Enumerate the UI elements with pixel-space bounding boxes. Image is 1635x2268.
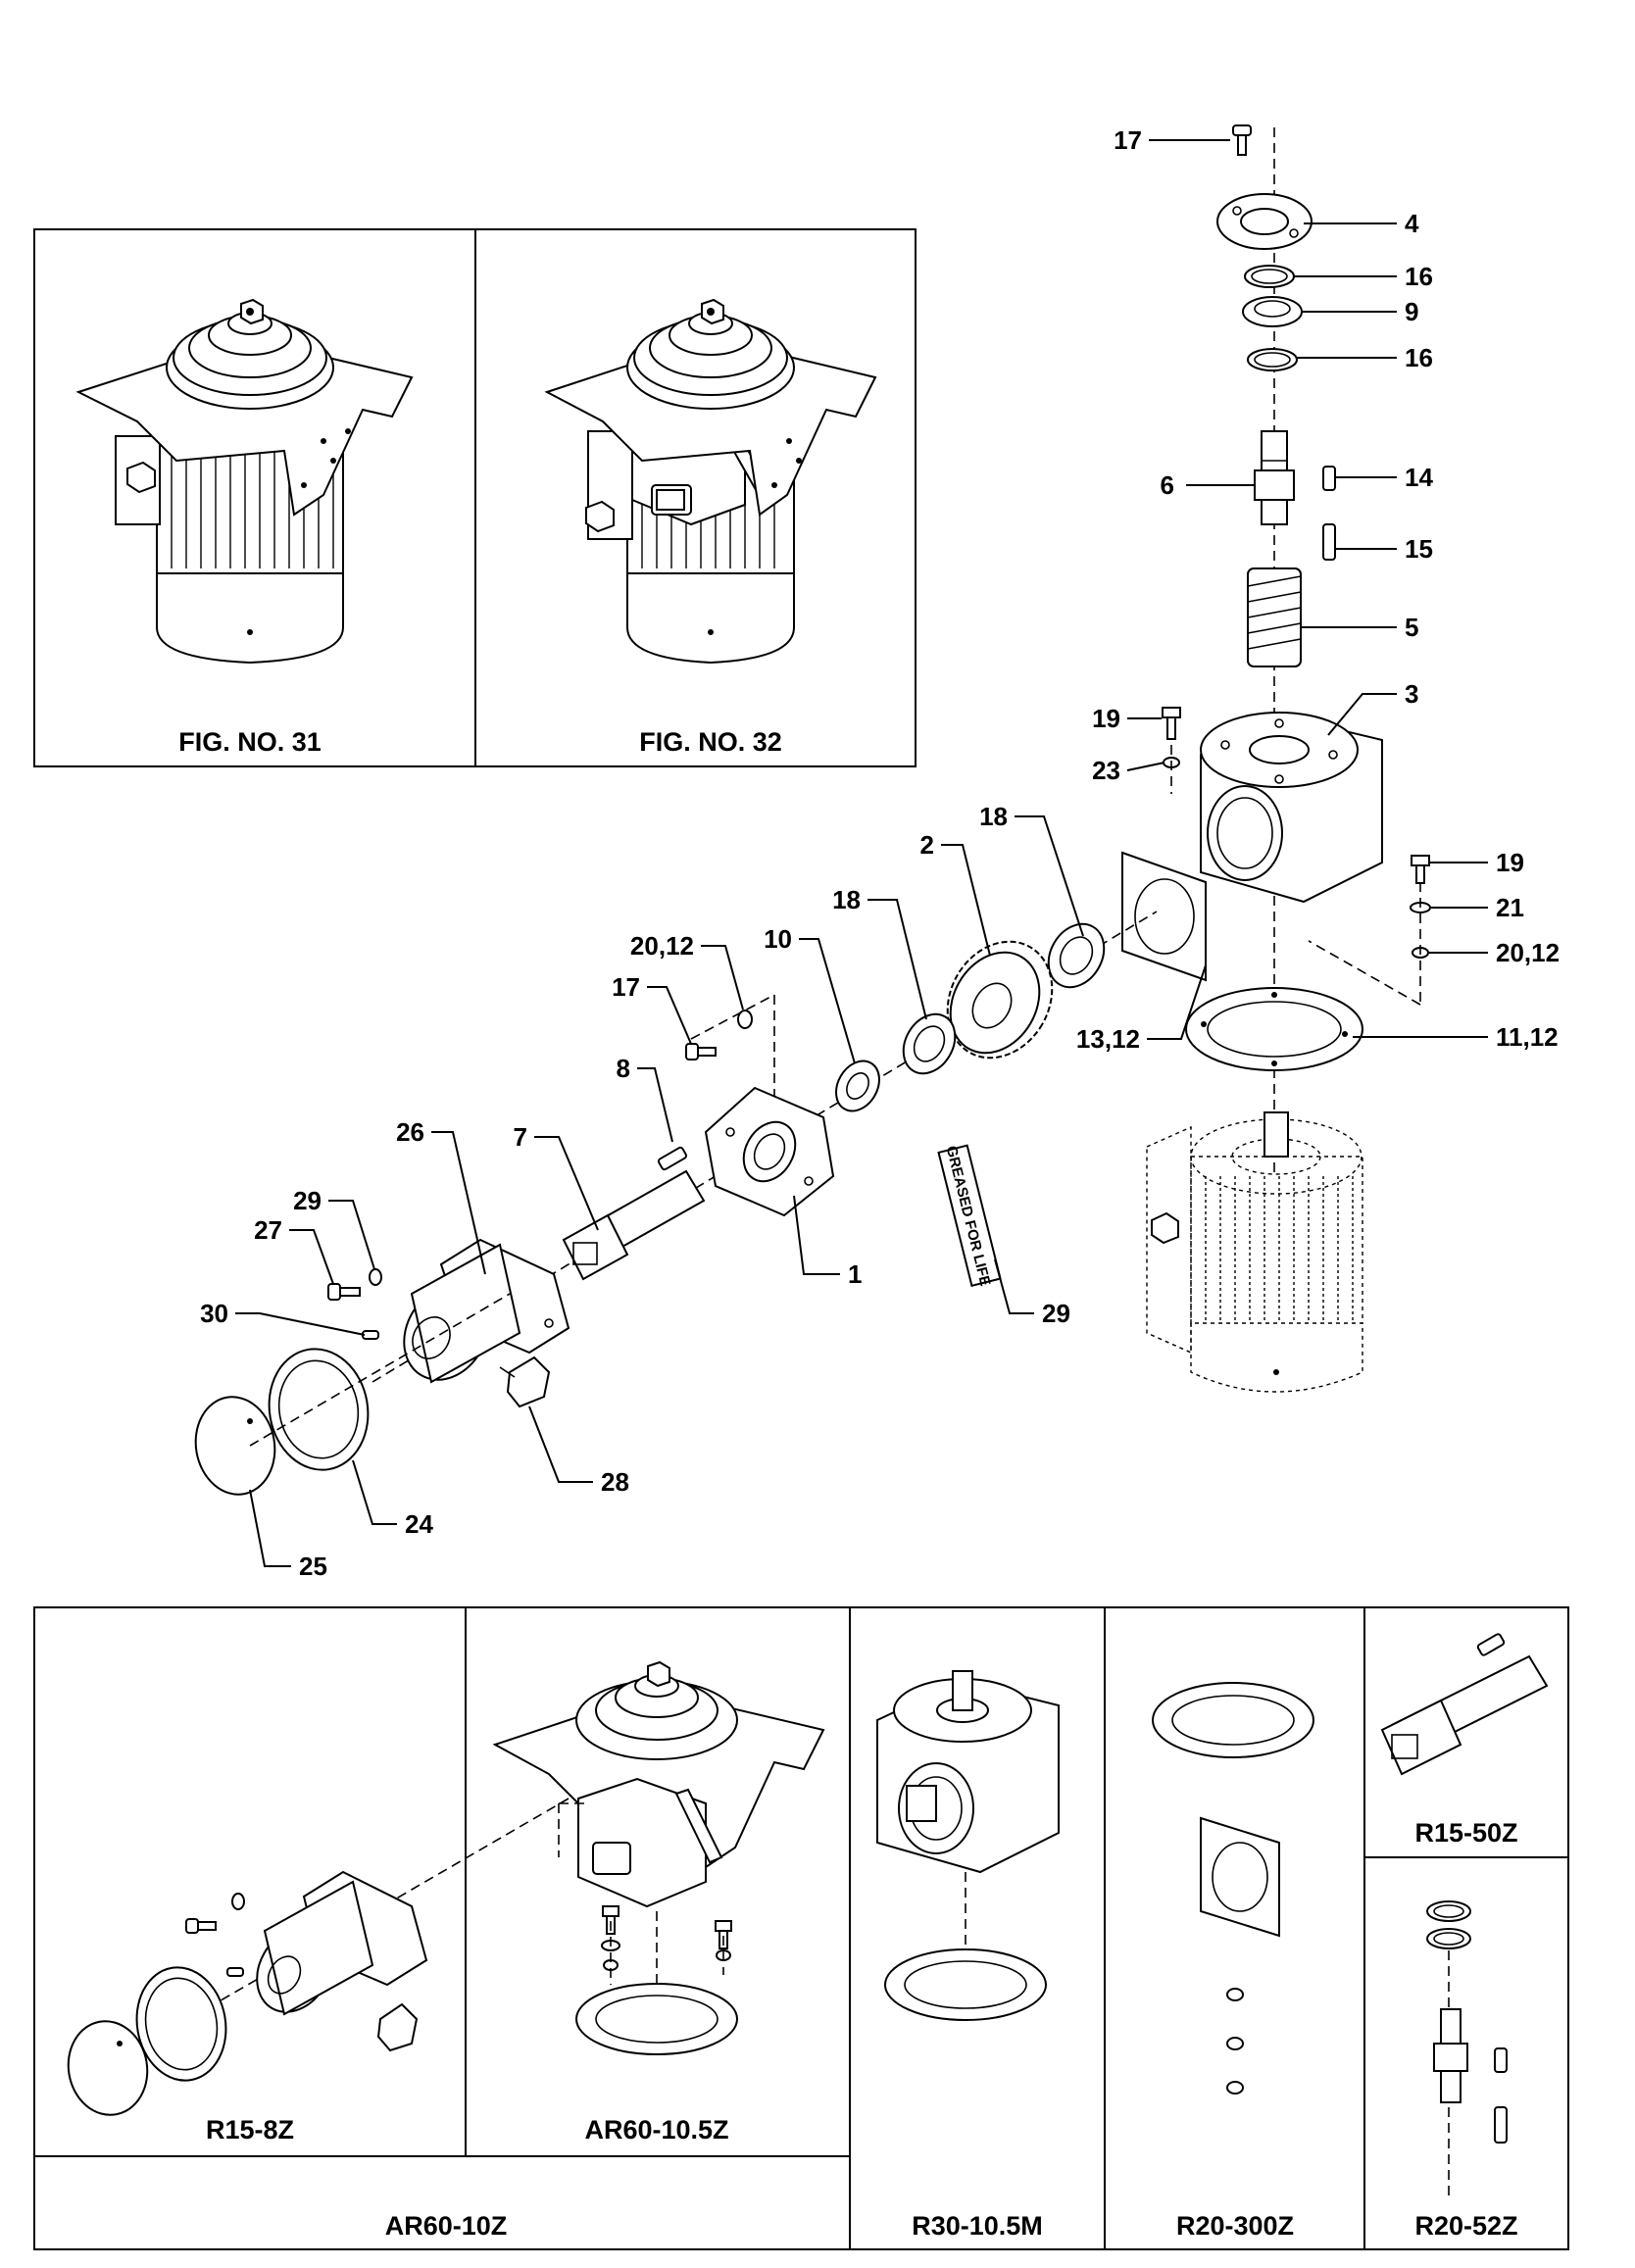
kit-r20-300z-label: R20-300Z [1176,2211,1294,2241]
kit-r15-8z-label: R15-8Z [206,2115,294,2145]
motor-phantom [1146,1111,1363,1393]
figure-panels: FIG. NO. 31 [33,228,917,767]
part-7-drive-shaft [562,1169,706,1281]
decal-greased-for-life: GREASED FOR LIFE [937,1144,1002,1288]
part-3-gear-housing [1200,712,1383,904]
kit-table: R15-8Z AR60-10.5Z AR60-10Z [33,1606,1569,2250]
kit-r30-10-5m-illustration [876,1670,1060,2021]
callout-28: 28 [601,1467,629,1497]
part-8-key [657,1146,688,1171]
kit-ar60-10-5z-illustration [492,1660,825,2055]
part-13-gasket-square [1121,851,1207,982]
part-20-washer-left [737,1010,753,1029]
part-1-adaptor-flange [704,1086,835,1217]
callout-19-right: 19 [1496,848,1524,877]
callout-30: 30 [200,1299,228,1328]
callout-11-12: 11,12 [1496,1022,1559,1052]
callout-21: 21 [1496,893,1524,922]
kit-r15-50z-illustration [1380,1633,1549,1776]
fig-32-caption: FIG. NO. 32 [639,727,782,757]
callout-4: 4 [1405,209,1419,238]
part-24-gasket-ring [268,1348,370,1471]
callout-2: 2 [920,830,934,860]
part-19-bolt-upper [1162,707,1181,740]
callout-16-lower: 16 [1405,343,1433,372]
callout-18-right: 18 [979,802,1008,831]
exploded-vertical-stack [1121,124,1431,1393]
callout-23: 23 [1092,756,1120,785]
fig-31-caption: FIG. NO. 31 [178,727,322,757]
callout-9: 9 [1405,297,1418,326]
callout-3: 3 [1405,679,1418,709]
part-30-pin [362,1330,379,1340]
callout-7: 7 [514,1122,527,1152]
kit-r20-300z-illustration [1152,1682,1314,2095]
callout-16-upper: 16 [1405,262,1433,291]
part-27-screw [327,1283,361,1301]
callout-29-decal: 29 [1042,1299,1070,1328]
callout-25: 25 [299,1552,327,1581]
kit-r20-52z-label: R20-52Z [1414,2211,1517,2241]
callout-29-upper: 29 [293,1186,322,1215]
kit-r20-52z-illustration [1426,1900,1508,2195]
callout-14: 14 [1405,463,1433,492]
callout-15: 15 [1405,534,1433,564]
part-5-worm [1247,567,1302,667]
kit-ar60-10z-label: AR60-10Z [385,2211,508,2241]
callouts: 17 4 16 9 16 6 14 15 5 3 19 23 18 2 18 1… [200,125,1560,1581]
part-29-washer [369,1268,382,1286]
part-26-hub [403,1238,570,1384]
callout-8: 8 [617,1054,630,1083]
fig-31-illustration [75,298,414,665]
part-6-worm-shaft [1254,430,1295,525]
callout-27: 27 [254,1215,282,1245]
part-10-spacer [835,1060,880,1112]
part-4-cover [1216,193,1313,250]
callout-13-12: 13,12 [1076,1024,1140,1054]
callout-20-12-left: 20,12 [630,931,694,961]
part-9-bearing [1242,296,1303,327]
part-11-flange-gasket [1185,987,1363,1071]
part-17-screw-flange [685,1043,717,1060]
fig-32-illustration [544,298,877,665]
part-18-bearing-right [1047,922,1106,989]
part-19-bolt-right [1411,855,1430,884]
callout-20-12-right: 20,12 [1496,938,1560,967]
part-15-key [1322,523,1336,561]
part-17-screw [1232,124,1252,156]
callout-24: 24 [405,1509,433,1539]
kit-r30-10-5m-label: R30-10.5M [912,2211,1043,2241]
callout-17-top: 17 [1114,125,1142,155]
callout-6: 6 [1161,470,1174,500]
callout-1: 1 [848,1259,862,1289]
part-2-worm-gear [946,940,1054,1060]
part-28-knob [499,1356,551,1408]
callout-26: 26 [396,1117,424,1147]
exploded-diagonal-train: GREASED FOR LIFE [194,911,1158,1496]
callout-10: 10 [764,924,792,954]
callout-18-left: 18 [832,885,861,914]
callout-17-flange: 17 [612,972,640,1002]
callout-19-upper: 19 [1092,704,1120,733]
part-25-cap [194,1396,276,1496]
kit-r15-8z-illustration [67,1798,570,2116]
kit-ar60-10-5z-label: AR60-10.5Z [584,2115,728,2145]
part-14-key [1322,466,1336,491]
callout-5: 5 [1405,613,1418,642]
part-18-bearing-left [902,1012,957,1075]
kit-r15-50z-label: R15-50Z [1414,1818,1517,1848]
